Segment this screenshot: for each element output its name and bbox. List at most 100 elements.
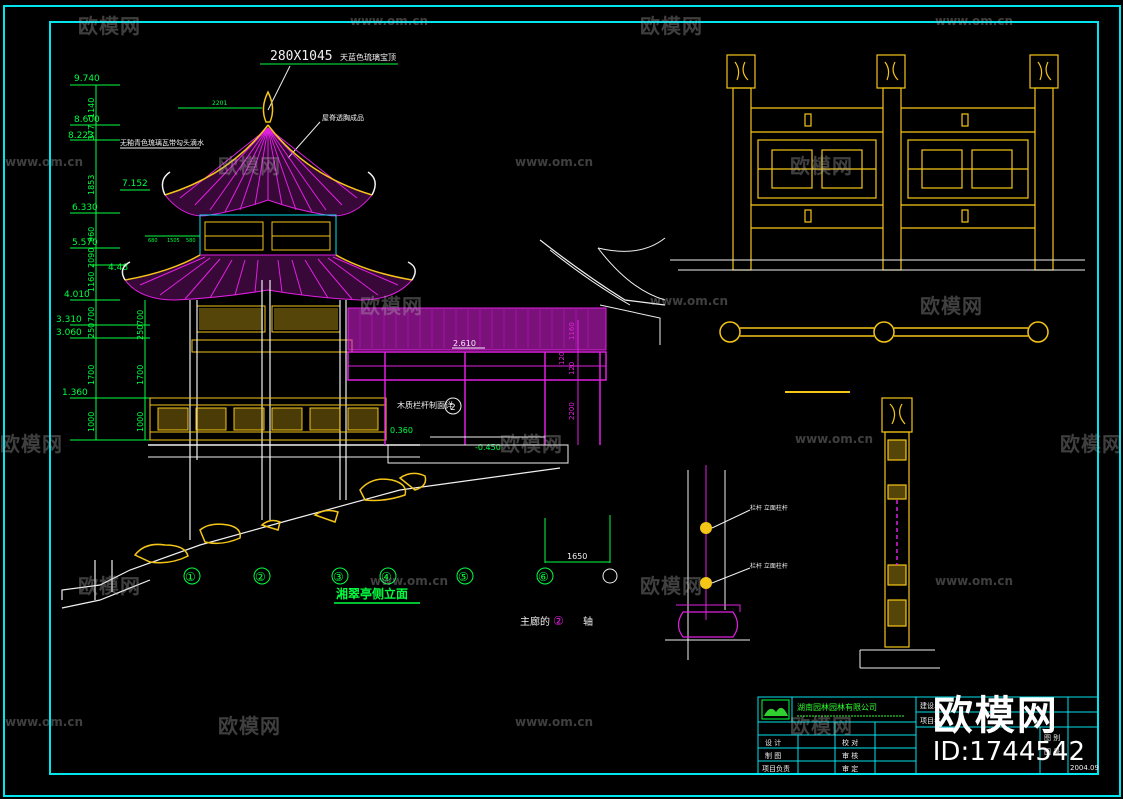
sub-dim-c: 580: [186, 238, 196, 244]
seg-1000: 1000: [87, 412, 96, 432]
watermark-url: www.om.cn: [5, 715, 84, 729]
upper-storey: [199, 214, 337, 256]
elev-8223: 8.223: [68, 131, 94, 141]
section-num: ②: [553, 614, 564, 628]
watermark-url: www.om.cn: [935, 574, 1014, 588]
watermark-brand: 欧模网: [78, 574, 141, 598]
finial-material-note: 天蓝色琉璃宝顶: [340, 52, 396, 62]
axis-4: ④: [381, 570, 392, 584]
elev-4010: 4.010: [64, 290, 90, 300]
pavilion-elevation: 9.740 8.600 8.223 7.152 6.330 5.570 4.48…: [56, 49, 420, 540]
corr-seg-120a: 120: [558, 352, 566, 365]
finial-size-note: 280X1045: [270, 49, 333, 64]
sub-dim-a: 680: [148, 238, 158, 244]
elev-2610: 2.610: [453, 339, 476, 348]
tb-number: 图 号: [1044, 748, 1060, 756]
watermark-url: www.om.cn: [515, 715, 594, 729]
corr-seg-2200: 2200: [568, 402, 576, 420]
corridor-roof: [347, 307, 607, 351]
seg-1700: 1700: [87, 365, 96, 385]
pavilion-balustrade: [149, 397, 387, 441]
brand-stamp-name: 欧模网: [932, 693, 1059, 739]
inner-frame: [49, 21, 1099, 775]
inner-seg-1000: 1000: [136, 412, 145, 432]
axis-1: ①: [185, 570, 196, 584]
watermark-brand: 欧模网: [78, 14, 141, 38]
watermark-url: www.om.cn: [515, 155, 594, 169]
inner-seg-700: 700: [136, 310, 145, 325]
tb-category: 图 别: [1044, 733, 1060, 742]
elevation-title: 湘翠亭侧立面: [336, 586, 408, 601]
tb-project: 项目名: [920, 716, 941, 725]
section-suffix: 轴: [583, 615, 593, 628]
corr-seg-120b: 120: [568, 362, 576, 375]
ridge-note: 屋脊透胸成品: [322, 113, 364, 122]
elev-0360: 0.360: [390, 426, 413, 435]
elev-448: 4.48: [108, 263, 128, 273]
seg-1140: 1140: [87, 98, 96, 118]
corridor-deck: [387, 444, 569, 464]
watermark-brand: 欧模网: [0, 432, 63, 456]
elev-5570: 5.570: [72, 238, 98, 248]
watermark-url: www.om.cn: [350, 14, 429, 28]
pavilion-columns: [189, 280, 347, 540]
tb-lead: 项目负责: [762, 764, 790, 773]
seg-2090: 2090: [87, 248, 96, 268]
seg-1853: 1853: [87, 175, 96, 195]
watermark-brand: 欧模网: [920, 294, 983, 318]
corridor-posts: [384, 352, 601, 445]
watermark-url: www.om.cn: [370, 574, 449, 588]
company-name: 湖南园林园林有限公司: [797, 702, 877, 712]
outer-frame: [3, 5, 1121, 797]
seg-700: 700: [87, 307, 96, 322]
lower-roof: [124, 254, 413, 301]
axis-6: ⑥: [538, 570, 549, 584]
watermark-brand: 欧模网: [790, 714, 853, 738]
tb-design: 设 计: [765, 738, 781, 747]
seg-1160: 1160: [87, 272, 96, 292]
inner-seg-250: 250: [136, 325, 145, 340]
watermark-brand: 欧模网: [218, 154, 281, 178]
watermark-brand: 欧模网: [640, 14, 703, 38]
company-logo: [761, 699, 790, 720]
roof-finial: [262, 90, 274, 123]
watermark-brand: 欧模网: [360, 294, 423, 318]
detail-note-2: 栏杆 立面柱杆: [750, 562, 788, 570]
elev-8600: 8.600: [74, 115, 100, 125]
tb-client: 建设单: [920, 701, 941, 710]
tb-draw: 制 图: [765, 751, 781, 760]
elev-6330: 6.330: [72, 203, 98, 213]
watermark-url: www.om.cn: [650, 294, 729, 308]
corr-seg-1160: 1160: [568, 322, 576, 340]
elev-7152: 7.152: [122, 179, 148, 189]
elev-9740: 9.740: [74, 74, 100, 84]
inner-seg-1700: 1700: [136, 365, 145, 385]
rocks: [133, 472, 427, 564]
watermark-brand: 欧模网: [640, 574, 703, 598]
baluster-detail: [881, 397, 913, 648]
elev-3310: 3.310: [56, 315, 82, 325]
tb-review: 审 核: [842, 751, 858, 760]
axis-grid: 1650 ① ② ③ ④ ⑤ ⑥: [183, 515, 618, 585]
terrain: [61, 467, 561, 609]
elev-3060: 3.060: [56, 328, 82, 338]
watermark-brand: 欧模网: [790, 154, 853, 178]
brand-stamp-id: ID:1744542: [932, 737, 1085, 767]
brand-stamp: 欧模网 ID:1744542: [933, 683, 1085, 767]
axis-5: ⑤: [458, 570, 469, 584]
watermark-url: www.om.cn: [5, 155, 84, 169]
elev-neg0450: -0.450: [475, 443, 501, 452]
lattice-band: [191, 305, 353, 353]
tb-approve: 审 定: [842, 764, 858, 773]
sub-dim-b: 1505: [167, 238, 180, 244]
section-prefix: 主廊的: [520, 615, 550, 628]
watermark-brand: 欧模网: [1060, 432, 1123, 456]
railing-elevation: [726, 54, 1059, 271]
rail-detail-marker: [444, 397, 462, 415]
watermark-url: www.om.cn: [935, 14, 1014, 28]
column-section-detail: 栏杆 立面柱杆 栏杆 立面柱杆: [665, 465, 788, 660]
tb-date: 2004.09: [1070, 764, 1099, 772]
title-block: [757, 696, 1099, 775]
tb-check: 校 对: [842, 738, 858, 747]
